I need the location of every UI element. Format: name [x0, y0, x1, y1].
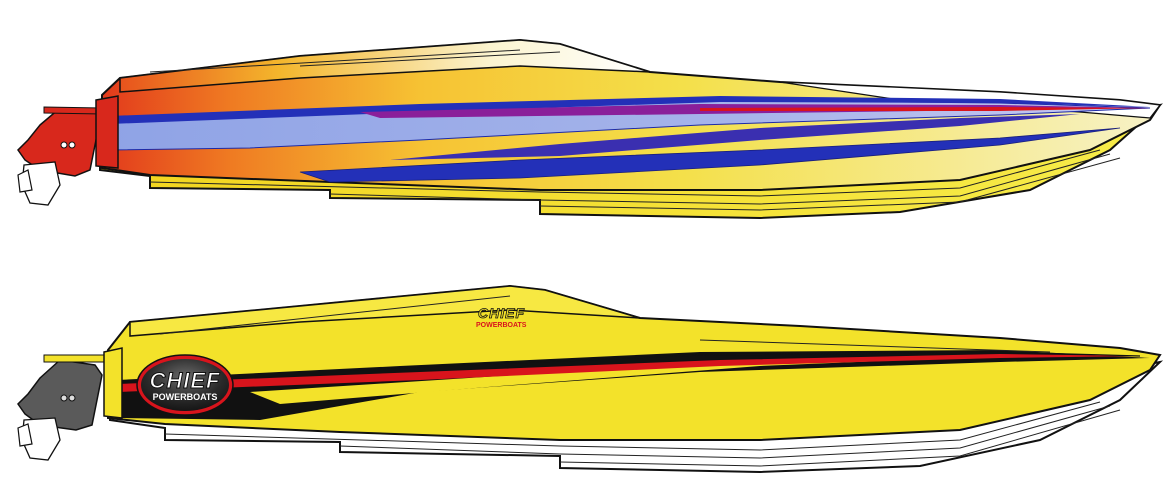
top-boat-blue-stripe-upper	[110, 96, 1150, 124]
deck-logo: CHIEF POWERBOATS	[476, 305, 527, 329]
bottom-boat-thin-stripe	[349, 351, 1141, 371]
bottom-boat	[17, 284, 1164, 474]
top-boat-outboard-drive	[17, 106, 103, 206]
bottom-boat-strake-lines	[159, 295, 1121, 467]
bottom-boat-yellow-split	[250, 356, 1000, 404]
deck-logo-brand: CHIEF	[478, 305, 525, 321]
badge-logo-subtitle: POWERBOATS	[153, 392, 218, 402]
badge-logo: CHIEF POWERBOATS	[136, 354, 234, 416]
badge-logo-inner	[141, 359, 229, 411]
deck-logo-subtitle: POWERBOATS	[476, 322, 527, 329]
bottom-boat-black-stripe	[118, 350, 1150, 420]
top-boat-red-pinstripe	[700, 107, 1150, 111]
bottom-boat-stern	[103, 347, 123, 419]
top-boat-blue-swoosh-middle	[390, 114, 1080, 160]
bottom-boat-outboard-drive	[17, 354, 111, 461]
badge-logo-brand: CHIEF	[150, 368, 221, 393]
top-boat-blue-swoosh-lower	[299, 127, 1121, 183]
top-boat-deck	[119, 39, 651, 93]
top-boat-strake-lines	[149, 49, 1121, 211]
top-boat-stern	[95, 95, 119, 169]
top-boat	[17, 38, 1164, 220]
